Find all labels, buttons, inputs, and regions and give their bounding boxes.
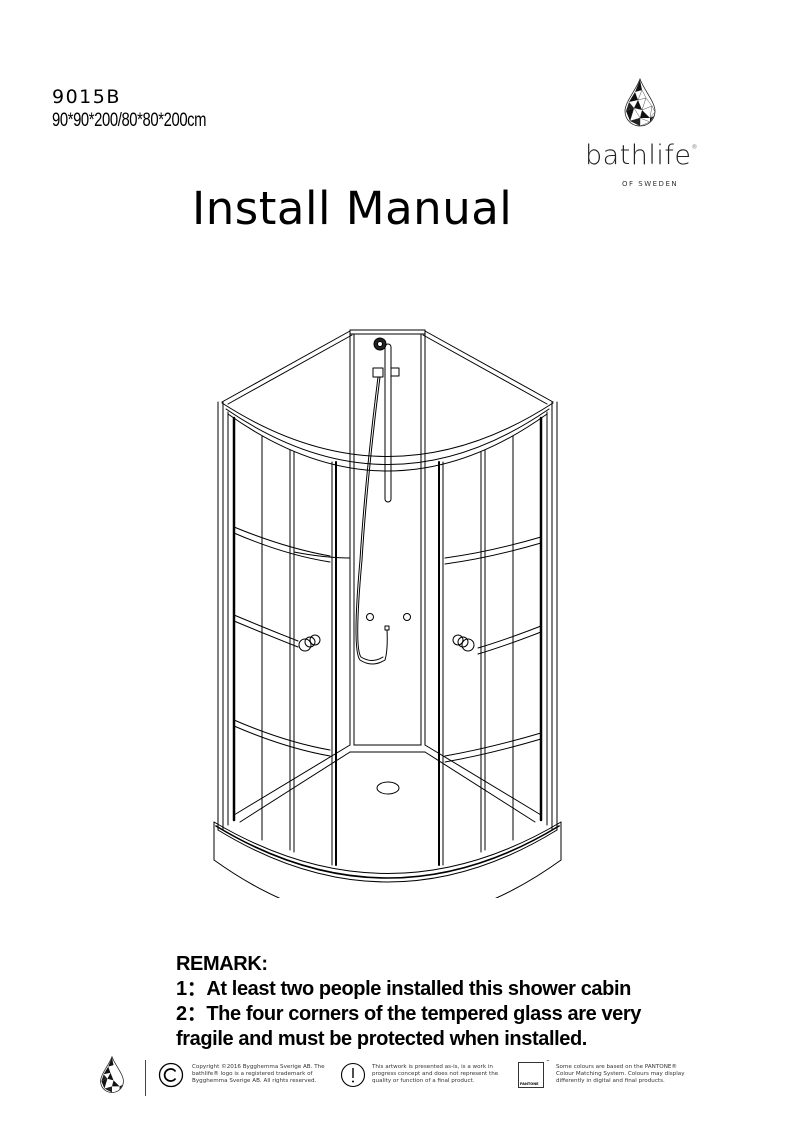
shower-tray (213, 821, 562, 898)
disclaimer-line: progress concept and does not represent … (372, 1071, 499, 1077)
brand-drop-logo-icon (624, 78, 656, 127)
pantone-tm: ™ (546, 1059, 550, 1064)
dimensions: 90*90*200/80*80*200cm (52, 110, 207, 131)
shower-riser (355, 337, 411, 665)
left-door-bars (261, 435, 337, 866)
footer-divider (145, 1060, 146, 1096)
brand-subtitle: OF SWEDEN (622, 180, 679, 188)
disclaimer-line: quality or function of a final product. (372, 1078, 475, 1084)
pantone-label: PANTONE (520, 1082, 539, 1086)
footer-drop-logo-icon (100, 1056, 124, 1093)
pantone-line: differently in digital and final product… (556, 1078, 665, 1084)
left-horizontal-bars (233, 526, 351, 757)
back-panel (349, 329, 426, 746)
remark-item-2-cont: fragile and must be protected when insta… (176, 1028, 587, 1050)
brand-name-text: bathlife (585, 140, 692, 171)
remark-section: REMARK: 1：At least two people installed … (176, 952, 641, 1052)
model-number: 9015B (52, 86, 121, 108)
door-handles (298, 634, 475, 652)
remark-heading: REMARK: (176, 953, 268, 975)
tray-inner (233, 744, 542, 823)
pantone-logo: PANTONE (518, 1062, 544, 1088)
right-horizontal-bars (444, 536, 542, 763)
top-frame (221, 329, 554, 472)
pantone-line: Colour Matching System. Colours may disp… (556, 1071, 685, 1077)
disclaimer-line: This artwork is presented as-is, is a wo… (372, 1064, 493, 1070)
copyright-line: Bygghemma Sverige AB. All rights reserve… (192, 1078, 317, 1084)
page-title: Install Manual (192, 182, 513, 235)
pantone-text: Some colours are based on the PANTONE® C… (556, 1064, 685, 1085)
copyright-icon (158, 1062, 184, 1088)
copyright-line: bathlife® logo is a registered trademark… (192, 1071, 313, 1077)
left-frame (217, 401, 236, 831)
pantone-line: Some colours are based on the PANTONE® (556, 1064, 678, 1070)
remark-item-1: 1：At least two people installed this sho… (176, 978, 631, 1000)
shower-cabin-illustration (213, 329, 562, 898)
registered-mark: ® (691, 144, 699, 151)
copyright-text: Copyright ©2016 Bygghemma Sverige AB. Th… (192, 1064, 325, 1085)
exclamation-circle-icon (340, 1062, 366, 1088)
brand-name: bathlife® (585, 140, 698, 171)
remark-item-2: 2：The four corners of the tempered glass… (176, 1003, 642, 1025)
right-door-bars (438, 435, 514, 866)
right-frame (539, 401, 558, 831)
disclaimer-text: This artwork is presented as-is, is a wo… (372, 1064, 498, 1085)
copyright-line: Copyright ©2016 Bygghemma Sverige AB. Th… (192, 1064, 325, 1070)
